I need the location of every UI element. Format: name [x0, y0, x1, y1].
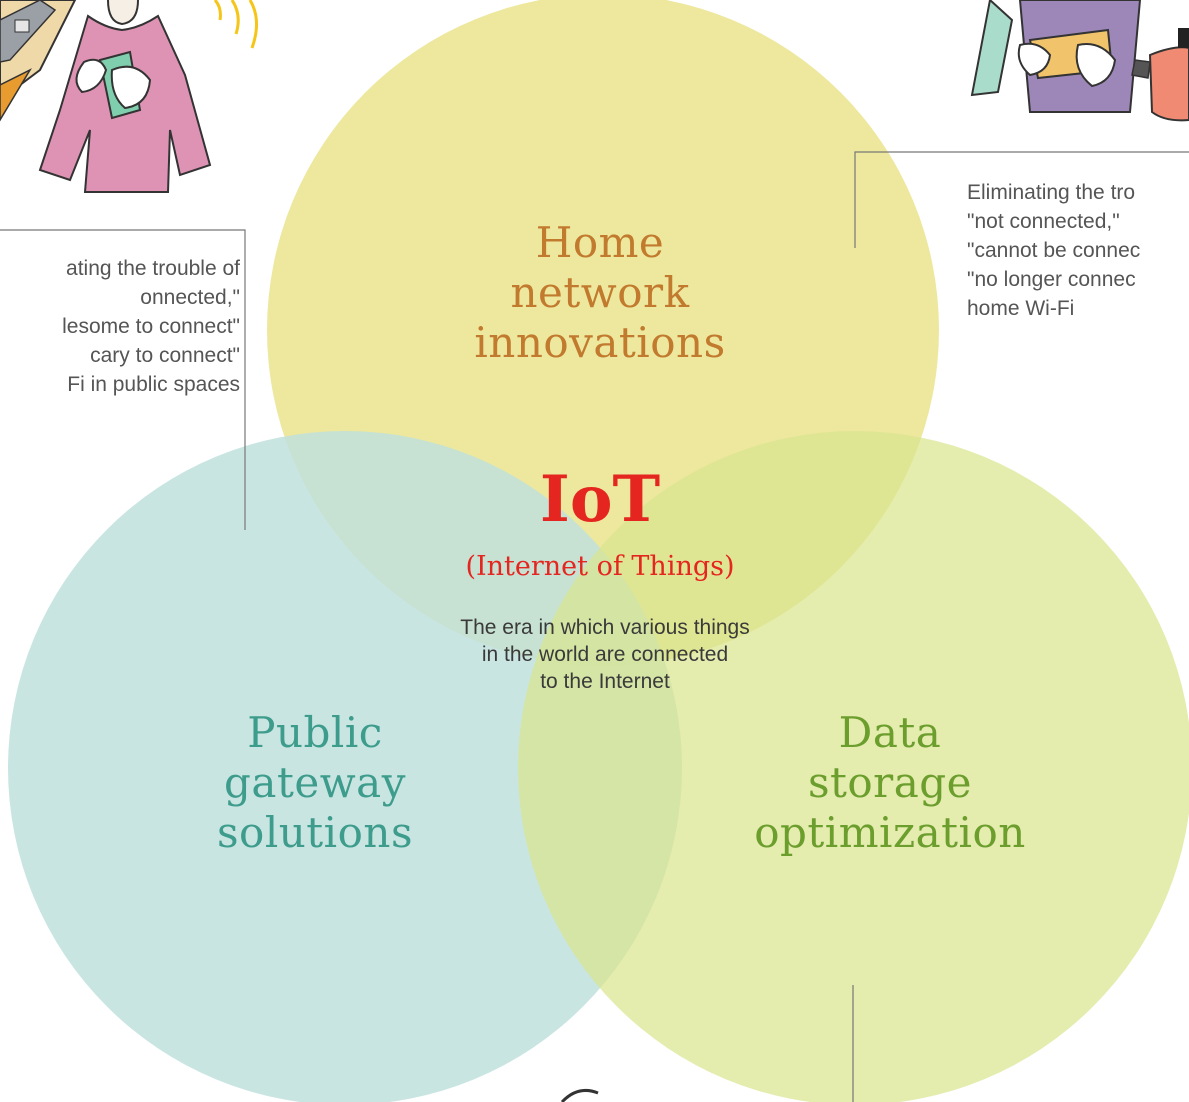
note-home-wifi: Eliminating the tro "not connected," "ca…: [967, 178, 1140, 323]
person-smartphone-illustration: [0, 0, 258, 193]
bottom-illustration-hint: [560, 1089, 599, 1102]
iot-description-line-3: to the Internet: [540, 670, 670, 693]
note-public-wifi: ating the trouble of onnected," lesome t…: [0, 254, 240, 399]
note-left-line-4: cary to connect": [90, 344, 240, 367]
note-left-line-5: Fi in public spaces: [67, 373, 240, 396]
note-right-line-5: home Wi-Fi: [967, 297, 1075, 320]
circle-label-public-line-1: Public: [247, 708, 383, 757]
circle-label-home-line-2: network: [510, 268, 690, 317]
iot-description-line-1: The era in which various things: [460, 616, 750, 639]
person-tablet-illustration: [970, 0, 1189, 122]
note-left-line-2: onnected,": [140, 286, 240, 309]
note-left-line-1: ating the trouble of: [66, 257, 240, 280]
connector-line-right: [854, 151, 1189, 248]
circle-label-public-line-3: solutions: [216, 808, 414, 857]
iot-title: IoT: [539, 462, 661, 537]
circle-label-home-line-1: Home: [535, 218, 665, 267]
circle-label-data-line-2: storage: [807, 758, 973, 807]
note-right-line-3: "cannot be connec: [967, 239, 1141, 262]
note-right-line-4: "no longer connec: [967, 268, 1136, 291]
iot-description-line-2: in the world are connected: [481, 643, 729, 666]
note-right-line-2: "not connected,": [967, 210, 1120, 233]
circle-label-home-network: Home network innovations: [430, 218, 770, 368]
circle-label-data-storage: Data storage optimization: [700, 708, 1080, 858]
circle-label-home-line-3: innovations: [474, 318, 726, 367]
note-right-line-1: Eliminating the tro: [967, 181, 1136, 204]
circle-label-public-gateway: Public gateway solutions: [150, 708, 480, 858]
circle-label-public-line-2: gateway: [224, 758, 406, 807]
circle-label-data-line-3: optimization: [754, 808, 1026, 857]
circle-data-storage: [518, 431, 1189, 1102]
connector-line-left: [0, 229, 246, 530]
circle-label-data-line-1: Data: [838, 708, 942, 757]
iot-subtitle: (Internet of Things): [465, 551, 735, 582]
circle-public-gateway: [8, 431, 682, 1102]
iot-description: The era in which various things in the w…: [395, 614, 815, 695]
note-left-line-3: lesome to connect": [62, 315, 240, 338]
